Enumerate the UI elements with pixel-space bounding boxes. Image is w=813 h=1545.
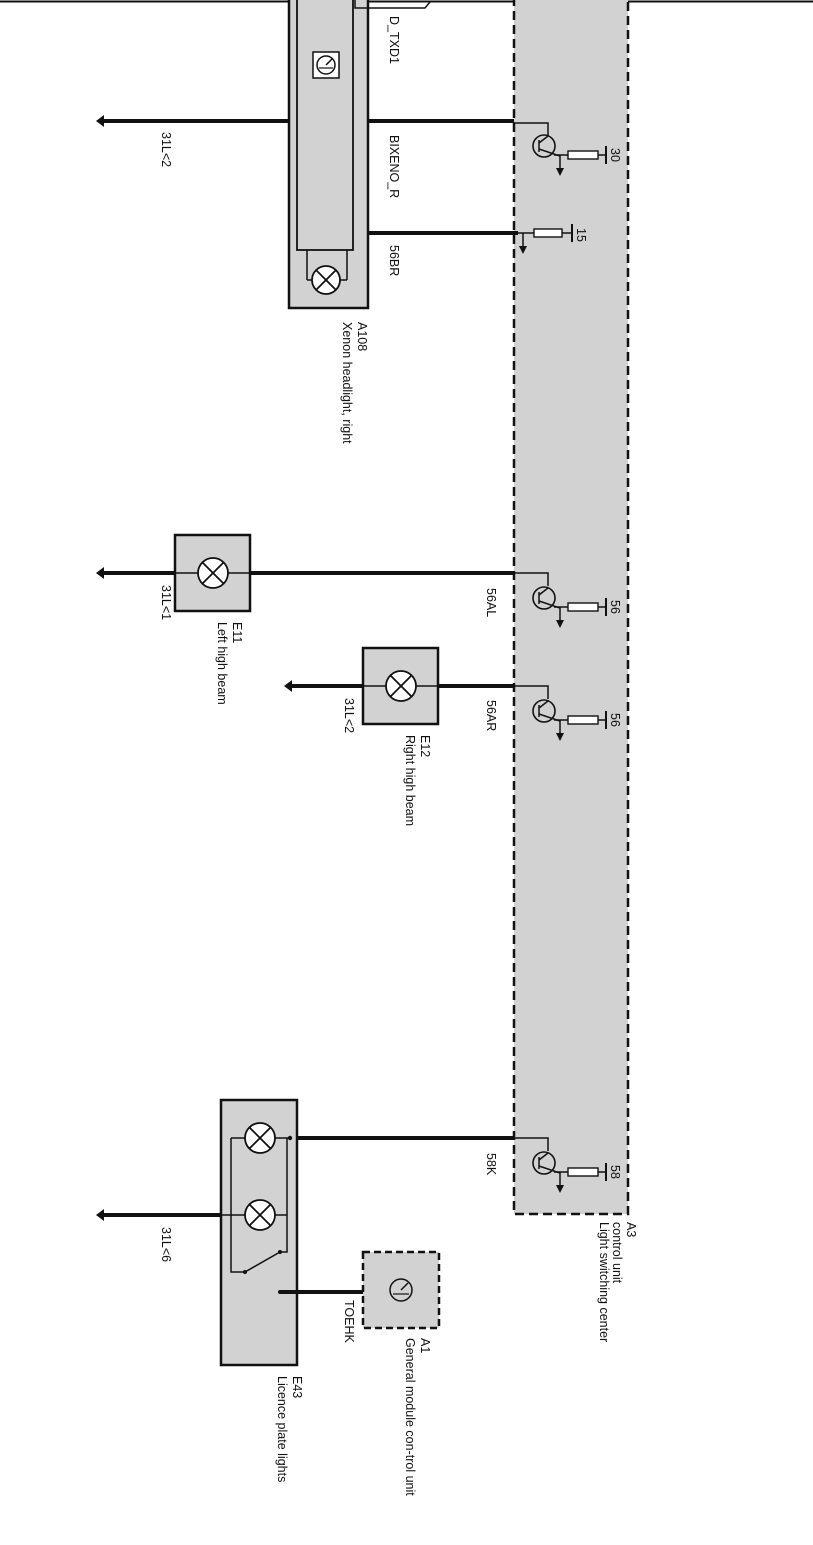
ground-label-3: 31L<2	[342, 698, 356, 733]
e43-ref: E43	[290, 1376, 304, 1398]
ground-terminal-2	[96, 567, 104, 579]
wire-label-bixeno-r: BIXENO_R	[387, 135, 401, 198]
pin-label-30: 30	[608, 148, 622, 162]
xenon-gauge-icon	[316, 55, 336, 75]
general-module-ref: A1	[418, 1338, 432, 1353]
light-switching-control-unit: 30 15 56 56 58	[512, 0, 630, 1216]
resistor-stage-15	[518, 224, 573, 254]
ground-label-2: 31L<1	[159, 585, 173, 620]
general-module-name: General module con-trol unit	[403, 1338, 417, 1496]
wire-label-58k: 58K	[484, 1153, 498, 1176]
control-unit-name: Light switching center control unit	[597, 1222, 624, 1346]
transistor-stage-56-left	[514, 572, 607, 628]
pin-label-15: 15	[574, 228, 588, 242]
ground-terminal-3	[284, 680, 292, 692]
pin-label-58: 58	[608, 1165, 622, 1179]
e12-name: Right high beam	[403, 735, 417, 826]
e11-name: Left high beam	[215, 622, 229, 705]
ground-label-4: 31L<6	[159, 1227, 173, 1262]
e43-name: Licence plate lights	[275, 1376, 289, 1482]
wire-label-toehk: TOEHK	[342, 1300, 356, 1343]
ground-terminal-1	[96, 115, 104, 127]
xenon-headlight-right	[287, 0, 370, 310]
licence-plate-lights	[219, 1098, 299, 1367]
e12-ref: E12	[418, 735, 432, 757]
xenon-name: Xenon headlight, right	[340, 322, 354, 444]
left-high-beam	[173, 533, 252, 613]
right-high-beam	[361, 646, 440, 726]
e11-ref: E11	[230, 622, 244, 643]
general-module-gauge-icon	[389, 1278, 413, 1302]
wire-label-d-txd1: D_TXD1	[387, 16, 401, 64]
control-unit-ref: A3	[624, 1222, 638, 1237]
pin-label-56-right: 56	[608, 713, 622, 727]
ground-label-1: 31L<2	[159, 132, 173, 167]
transistor-stage-58	[514, 1137, 607, 1193]
transistor-stage-56-right	[514, 685, 607, 741]
pin-label-56-left: 56	[608, 600, 622, 614]
transistor-stage-30	[514, 122, 607, 176]
ground-terminal-4	[96, 1209, 104, 1221]
xenon-ref: A108	[355, 322, 369, 351]
general-module-control-unit	[361, 1250, 441, 1330]
wire-label-56br: 56BR	[387, 245, 401, 276]
wire-label-56ar: 56AR	[484, 700, 498, 731]
wire-label-56al: 56AL	[484, 588, 498, 617]
wire-d-txd1	[354, 0, 431, 9]
